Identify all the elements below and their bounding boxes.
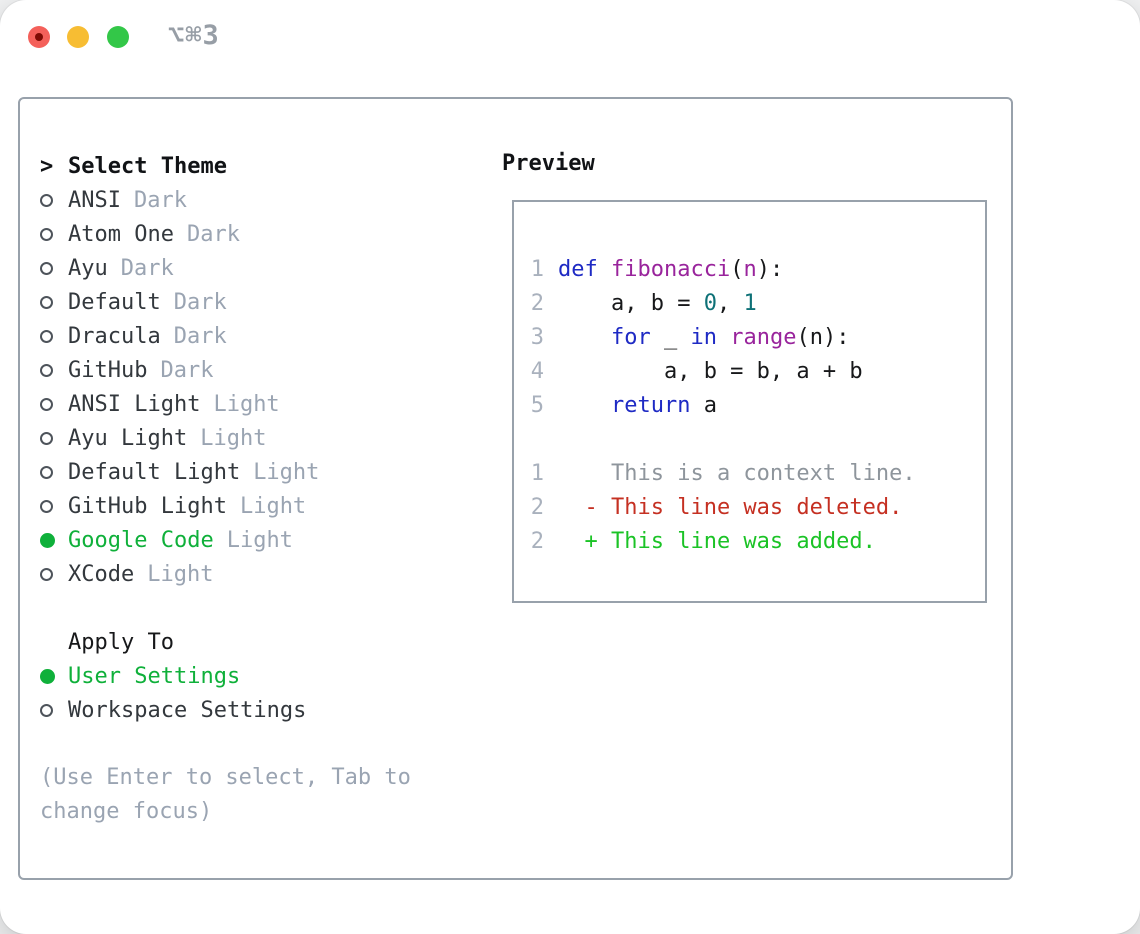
theme-item-name: ANSI Light (68, 391, 201, 417)
code-line: 5 return a (528, 388, 985, 422)
hint-text: (Use Enter to select, Tab to change focu… (40, 765, 411, 824)
theme-item-name: Google Code (68, 527, 214, 553)
close-button[interactable] (28, 26, 50, 48)
code-text: return a (610, 392, 717, 418)
theme-item-variant: Dark (173, 289, 227, 315)
theme-item-dracula[interactable]: Dracula Dark (40, 319, 490, 353)
theme-item-variant: Dark (160, 357, 214, 383)
theme-item-variant: Light (253, 459, 320, 485)
theme-item-ansi-light[interactable]: ANSI Light Light (40, 387, 490, 421)
theme-item-name: Default (68, 289, 161, 315)
theme-item-variant: Light (200, 425, 267, 451)
radio-icon (40, 397, 53, 411)
apply-to-title: Apply To (68, 629, 174, 655)
titlebar: ⌥⌘3 (0, 0, 1140, 70)
radio-icon (40, 431, 53, 445)
radio-icon (40, 567, 53, 581)
apply-to-header: Apply To (40, 625, 490, 659)
theme-item-name: GitHub (68, 357, 148, 383)
theme-item-xcode[interactable]: XCode Light (40, 557, 490, 591)
caret-icon: > (40, 153, 54, 179)
apply-option-name: User Settings (68, 663, 241, 689)
line-number: 2 (530, 528, 544, 554)
code-line: 4 a, b = b, a + b (528, 354, 985, 388)
line-number: 3 (530, 324, 544, 350)
theme-item-ayu[interactable]: Ayu Dark (40, 251, 490, 285)
radio-icon (40, 703, 53, 717)
theme-item-ayu-light[interactable]: Ayu Light Light (40, 421, 490, 455)
code-line: 2 + This line was added. (528, 524, 985, 558)
theme-item-github-light[interactable]: GitHub Light Light (40, 489, 490, 523)
code-text: for _ in range(n): (610, 324, 850, 350)
theme-item-name: XCode (68, 561, 135, 587)
code-line: 2 - This line was deleted. (528, 490, 985, 524)
radio-icon (40, 465, 53, 479)
apply-option-name: Workspace Settings (68, 697, 307, 723)
radio-selected-icon (40, 668, 55, 684)
theme-item-name: Dracula (68, 323, 161, 349)
code-line: 1 This is a context line. (528, 456, 985, 490)
theme-item-default-light[interactable]: Default Light Light (40, 455, 490, 489)
theme-item-variant: Dark (173, 323, 227, 349)
minimize-button[interactable] (67, 26, 89, 48)
theme-item-default[interactable]: Default Dark (40, 285, 490, 319)
radio-icon (40, 193, 53, 207)
radio-icon (40, 261, 53, 275)
radio-icon (40, 295, 53, 309)
code-text: This is a context line. (558, 460, 916, 486)
radio-icon (40, 227, 53, 241)
theme-item-variant: Dark (133, 187, 187, 213)
apply-option-workspace-settings[interactable]: Workspace Settings (40, 693, 490, 727)
window-title: ⌥⌘3 (168, 20, 220, 51)
theme-item-atom-one[interactable]: Atom One Dark (40, 217, 490, 251)
select-theme-title: Select Theme (68, 153, 227, 179)
radio-selected-icon (40, 532, 55, 548)
code-line: 3 for _ in range(n): (528, 320, 985, 354)
line-number: 5 (530, 392, 544, 418)
radio-icon (40, 363, 53, 377)
select-theme-header: > Select Theme (40, 149, 490, 183)
code-line (528, 422, 985, 456)
line-number: 2 (530, 290, 544, 316)
theme-item-variant: Dark (120, 255, 174, 281)
theme-item-name: Atom One (68, 221, 174, 247)
theme-item-github[interactable]: GitHub Dark (40, 353, 490, 387)
radio-icon (40, 329, 53, 343)
line-number: 1 (530, 256, 544, 282)
preview-title: Preview (502, 151, 595, 176)
close-dot-icon (35, 33, 43, 41)
code-text: - This line was deleted. (558, 494, 903, 520)
radio-icon (40, 499, 53, 513)
theme-item-variant: Light (226, 527, 293, 553)
code-line: 1 def fibonacci(n): (528, 252, 985, 286)
code-text: a, b = b, a + b (558, 358, 863, 384)
code-text: a, b = 0, 1 (558, 290, 757, 316)
code-line: 2 a, b = 0, 1 (528, 286, 985, 320)
code-text: + This line was added. (558, 528, 876, 554)
theme-item-ansi[interactable]: ANSI Dark (40, 183, 490, 217)
theme-item-variant: Light (147, 561, 214, 587)
theme-item-variant: Dark (186, 221, 240, 247)
theme-item-variant: Light (213, 391, 280, 417)
theme-item-name: GitHub Light (68, 493, 227, 519)
theme-item-name: Ayu Light (68, 425, 188, 451)
theme-item-name: Default Light (68, 459, 241, 485)
apply-option-user-settings[interactable]: User Settings (40, 659, 490, 693)
theme-item-google-code[interactable]: Google Code Light (40, 523, 490, 557)
zoom-button[interactable] (107, 26, 129, 48)
theme-item-name: ANSI (68, 187, 121, 213)
theme-item-name: Ayu (68, 255, 108, 281)
theme-item-variant: Light (239, 493, 307, 519)
line-number: 2 (530, 494, 544, 520)
code-text: def fibonacci(n): (558, 256, 784, 282)
line-number: 1 (530, 460, 544, 486)
line-number: 4 (530, 358, 544, 384)
